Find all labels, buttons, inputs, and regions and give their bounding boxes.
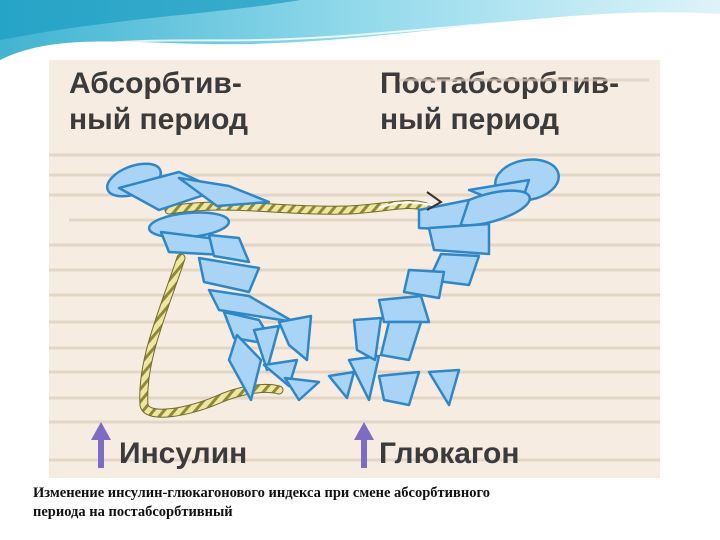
insulin-label: Инсулин: [119, 436, 247, 472]
diagram-art: [49, 60, 660, 478]
glucagon-label: Глюкагон: [379, 436, 519, 472]
caption-line1: Изменение инсулин-глюкагонового индекса …: [33, 484, 693, 503]
figure-caption: Изменение инсулин-глюкагонового индекса …: [33, 484, 693, 522]
right-receptor: [329, 155, 562, 405]
hormone-diagram: Абсорбтив- ный период Постабсорбтив- ный…: [49, 60, 660, 478]
caption-line2: периода на постабсорбтивный: [33, 503, 693, 522]
